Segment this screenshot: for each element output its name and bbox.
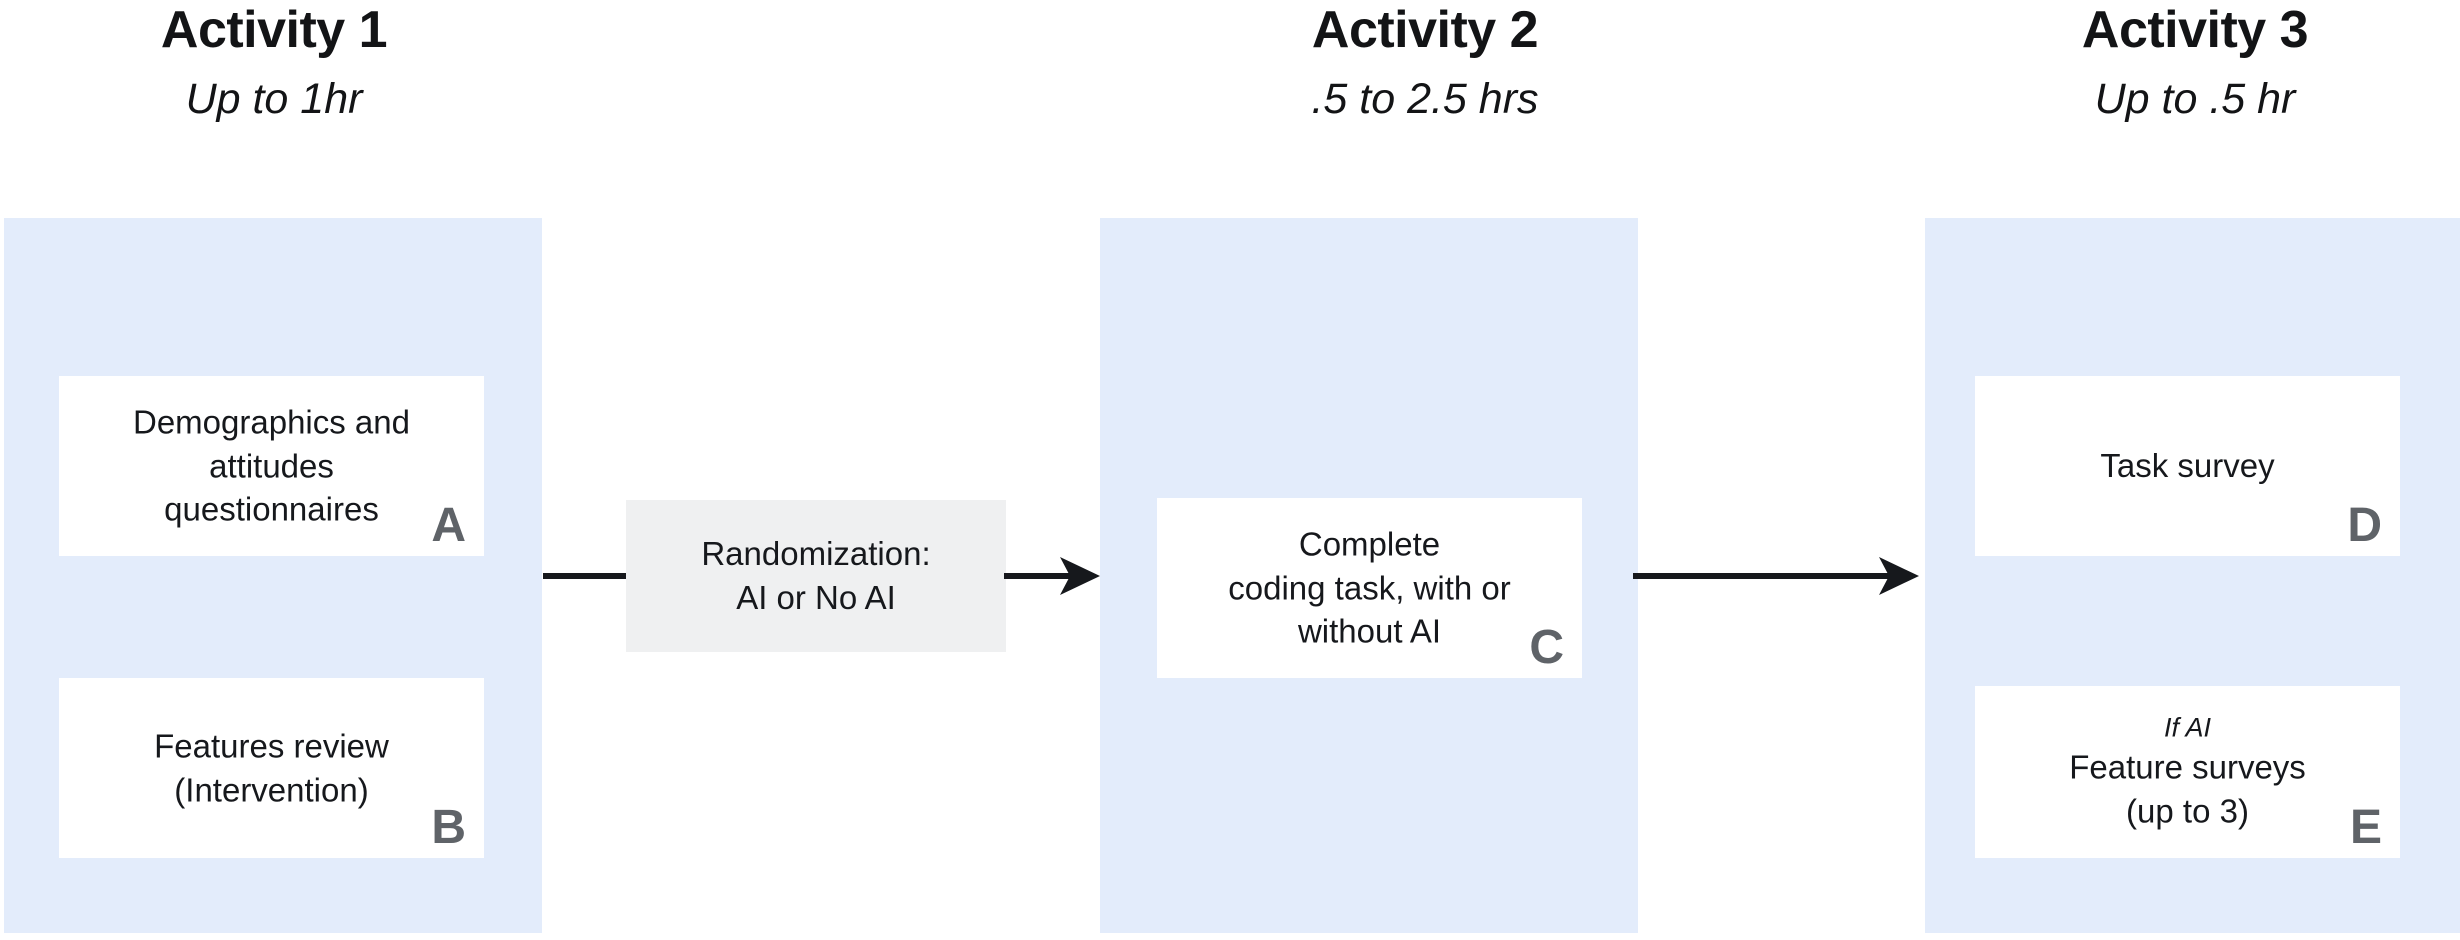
- column-title: Activity 1: [160, 1, 388, 59]
- card-feature-surveys[interactable]: If AI Feature surveys (up to 3) E: [1975, 686, 2400, 858]
- card-text: Features review (Intervention): [59, 724, 484, 811]
- card-line-3: questionnaires: [164, 490, 379, 528]
- arrow-activity1-to-randomization: [543, 566, 628, 586]
- card-line-2: (Intervention): [174, 771, 369, 808]
- column-header-activity-1: Activity 1 Up to 1hr: [4, 4, 544, 121]
- card-task-survey[interactable]: Task survey D: [1975, 376, 2400, 556]
- card-condition-note: If AI: [2163, 712, 2211, 743]
- randomization-line-1: Randomization:: [701, 534, 931, 572]
- randomization-box: Randomization: AI or No AI: [626, 500, 1006, 652]
- randomization-text: Randomization: AI or No AI: [626, 532, 1006, 620]
- column-header-activity-3: Activity 3 Up to .5 hr: [1930, 4, 2460, 121]
- column-header-activity-2: Activity 2 .5 to 2.5 hrs: [1100, 4, 1750, 121]
- card-complete-coding-task[interactable]: Complete coding task, with or without AI…: [1157, 498, 1582, 678]
- randomization-line-2: AI or No AI: [736, 579, 896, 616]
- column-title: Activity 3: [2081, 1, 2309, 59]
- column-duration: Up to .5 hr: [2094, 75, 2296, 123]
- card-text: If AI Feature surveys (up to 3): [1975, 711, 2400, 832]
- card-letter-b: B: [431, 801, 466, 854]
- card-features-review[interactable]: Features review (Intervention) B: [59, 678, 484, 858]
- card-letter-e: E: [2349, 801, 2382, 854]
- card-line-3: without AI: [1297, 612, 1442, 650]
- card-letter-a: A: [431, 499, 466, 552]
- card-line-2: coding task, with or: [1228, 569, 1511, 607]
- card-line-1: Complete: [1298, 525, 1441, 563]
- card-demographics-questionnaires[interactable]: Demographics and attitudes questionnaire…: [59, 376, 484, 556]
- column-duration: .5 to 2.5 hrs: [1311, 75, 1539, 123]
- card-text: Task survey: [1975, 444, 2400, 488]
- card-line-2: attitudes: [209, 447, 334, 485]
- arrow-activity2-to-activity3: [1633, 551, 1919, 601]
- card-text: Demographics and attitudes questionnaire…: [59, 401, 484, 532]
- card-letter-c: C: [1529, 621, 1564, 674]
- card-line-1: Feature surveys: [2069, 748, 2306, 786]
- column-title: Activity 2: [1311, 1, 1539, 59]
- card-text: Complete coding task, with or without AI: [1157, 523, 1582, 654]
- card-line-2: (up to 3): [2126, 792, 2249, 830]
- arrow-randomization-to-activity2: [1004, 551, 1100, 601]
- card-line-1: Demographics and: [133, 403, 410, 441]
- card-line-1: Task survey: [2100, 447, 2275, 485]
- column-duration: Up to 1hr: [185, 75, 363, 123]
- card-letter-d: D: [2347, 499, 2382, 552]
- card-line-1: Features review: [154, 727, 389, 765]
